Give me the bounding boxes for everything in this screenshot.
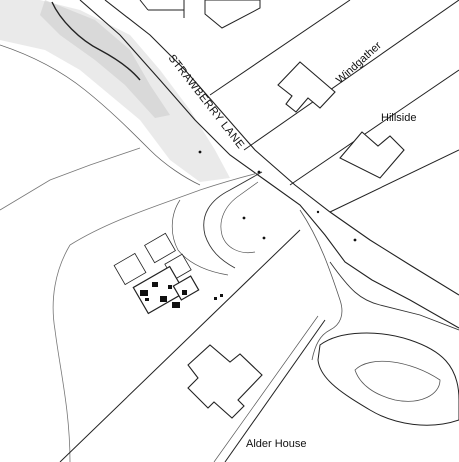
road-edge-south-lower <box>329 261 459 331</box>
boundary-line <box>289 69 459 186</box>
verge-boundary-line <box>0 44 201 186</box>
site-detail-marks <box>140 282 223 308</box>
marker-dot <box>257 170 261 174</box>
site-building-main <box>132 265 186 315</box>
green-area-boundary <box>317 332 459 426</box>
hillside-label: Hillside <box>381 112 416 124</box>
track-edge <box>59 229 301 462</box>
ditch-line <box>51 1 141 81</box>
site-cluster <box>113 232 200 315</box>
boundary-line <box>139 0 149 11</box>
marker-dot <box>262 236 266 240</box>
boundary-line <box>209 0 351 96</box>
outbuilding <box>144 232 176 264</box>
outbuilding <box>113 252 147 286</box>
track-edge <box>213 315 319 462</box>
driveway-outline <box>203 171 263 269</box>
driveway-lower <box>171 199 229 276</box>
verge-hatched-area <box>0 0 230 182</box>
site-building-annex <box>172 275 200 301</box>
green-area-inner <box>354 360 441 402</box>
boundary-line <box>243 0 459 151</box>
track-edge <box>224 319 326 462</box>
field-boundary <box>0 147 141 211</box>
marker-dot <box>316 210 320 214</box>
building-windgather <box>277 61 336 113</box>
field-boundary-lower <box>52 244 71 462</box>
marker-dot <box>242 216 246 220</box>
alder-house-label: Alder House <box>246 438 307 450</box>
building-alder-house <box>187 344 263 419</box>
driveway-inner <box>220 181 259 254</box>
building-hillside <box>339 131 405 179</box>
building-top <box>204 0 261 29</box>
junction-curve <box>299 209 343 361</box>
marker-dot <box>353 238 357 242</box>
windgather-label: Windgather <box>334 39 384 86</box>
road-edge-north <box>104 0 459 296</box>
field-boundary-curve <box>69 171 263 246</box>
boundary-line <box>329 149 459 213</box>
marker-dot <box>198 150 202 154</box>
road-edge-south <box>79 0 459 329</box>
